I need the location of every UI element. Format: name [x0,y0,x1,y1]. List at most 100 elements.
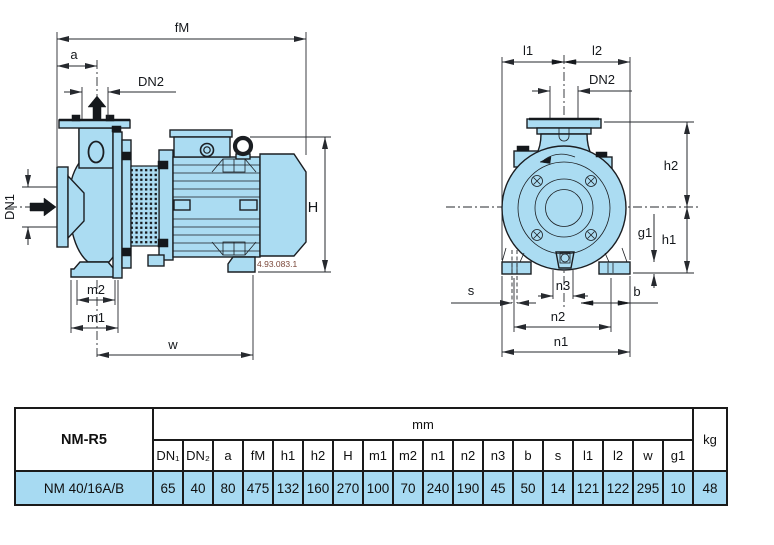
dim-label-dn2: DN2 [138,74,164,89]
value-cell: 14 [542,470,574,506]
technical-drawing: fM a DN2 DN1 m2 m1 w H 4.93.083.1 [2,20,700,360]
value-cell: 122 [602,470,634,506]
col-header: l1 [572,439,604,472]
suction-flange [56,166,69,248]
series-label: NM-R5 [14,407,154,472]
col-header: l2 [602,439,634,472]
unit-header: mm [152,407,694,441]
col-header: b [512,439,544,472]
dim-label-n2: n2 [551,309,565,324]
dim-label-m1: m1 [87,310,105,325]
value-cell: 45 [482,470,514,506]
casing-cover [112,131,123,279]
nozzle-gauge-port [87,140,105,164]
col-header: s [542,439,574,472]
pump-front-body-group [501,118,631,275]
dim-label-s: s [468,283,475,298]
value-cell: 70 [392,470,424,506]
flange-bolt-right [105,114,115,122]
motor-front-bracket [147,254,165,267]
fan-cover [259,153,307,257]
dim-label-n3: n3 [556,278,570,293]
pump-side-view: fM a DN2 DN1 m2 m1 w H 4.93.083.1 [2,20,331,360]
dimension-table: NM-R5 mm kg DN₁ DN₂ a fM h1 h2 H m1 m2 n… [14,407,728,506]
col-header: H [332,439,364,472]
bore-circle [545,189,583,227]
dim-label-dn2-front: DN2 [589,72,615,87]
value-cell: 295 [632,470,664,506]
foot-pad-left [501,261,532,275]
drawing-ref-code: 4.93.083.1 [257,259,297,269]
lantern-bolt-bottom-right [157,238,169,248]
col-header: fM [242,439,274,472]
flange-neck-step [536,127,592,135]
flow-arrow-in-icon [29,197,57,217]
foot-pad-right [598,261,631,275]
col-header: n2 [452,439,484,472]
dim-label-n1: n1 [554,334,568,349]
flow-arrow-up-icon [87,95,107,120]
table-row: NM 40/16A/B 65 40 80 475 132 160 270 100… [14,470,728,506]
col-header: n1 [422,439,454,472]
vent-slits [211,158,257,256]
dim-label-h1: h1 [662,232,676,247]
value-cell: 100 [362,470,394,506]
dim-label-dn1: DN1 [2,194,17,220]
flange-bolt-left [71,114,81,122]
gland-circle [534,178,594,238]
value-cell: 475 [242,470,274,506]
dim-label-m2: m2 [87,282,105,297]
value-cell: 270 [332,470,364,506]
dim-label-fm: fM [175,20,189,35]
col-header: DN₁ [152,439,184,472]
value-cell: 240 [422,470,454,506]
col-header: w [632,439,664,472]
rotation-arrow [543,153,576,161]
dim-label-a: a [70,47,78,62]
coupling-lantern-mesh [130,165,160,247]
lug-cap-left [516,145,530,152]
col-header: h2 [302,439,334,472]
lantern-bolt-top-right [157,160,169,170]
dim-label-l1: l1 [523,43,533,58]
col-header: m1 [362,439,394,472]
flange-notch [558,128,570,142]
cable-gland-icon [199,142,215,158]
suction-cone [67,174,85,240]
dim-label-h2: h2 [664,158,678,173]
weight-header: kg [692,407,728,472]
weight-value: 48 [692,470,728,506]
dim-label-g1: g1 [638,225,652,240]
terminal-box-lid [169,129,233,138]
cover-bolt-top [111,125,122,133]
col-header: n3 [482,439,514,472]
dim-label-b: b [633,284,640,299]
value-cell: 160 [302,470,334,506]
value-cell: 50 [512,470,544,506]
lantern-bolt-top-left [121,151,132,161]
dim-label-h-total: H [308,200,318,216]
model-name: NM 40/16A/B [14,470,154,506]
tie-rod-nut-right [239,199,258,211]
col-header: m2 [392,439,424,472]
drain-boss [555,251,575,269]
col-header: a [212,439,244,472]
motor-fins [173,164,260,252]
value-cell: 10 [662,470,694,506]
col-header: h1 [272,439,304,472]
value-cell: 40 [182,470,214,506]
col-header: g1 [662,439,694,472]
value-cell: 132 [272,470,304,506]
cable-gland-inner [203,146,211,154]
dim-label-l2: l2 [592,43,602,58]
rotation-arrow-head [539,156,552,164]
lantern-bolt-bottom-left [121,247,132,257]
pump-front-view: l1 l2 DN2 h2 h1 g1 s n3 b n2 [446,43,700,357]
lug-cap-right [595,151,608,158]
dim-label-w: w [167,337,178,352]
value-cell: 80 [212,470,244,506]
lifting-eye-icon [232,135,254,157]
value-cell: 190 [452,470,484,506]
dimension-table-section: NM-R5 mm kg DN₁ DN₂ a fM h1 h2 H m1 m2 n… [14,407,728,506]
